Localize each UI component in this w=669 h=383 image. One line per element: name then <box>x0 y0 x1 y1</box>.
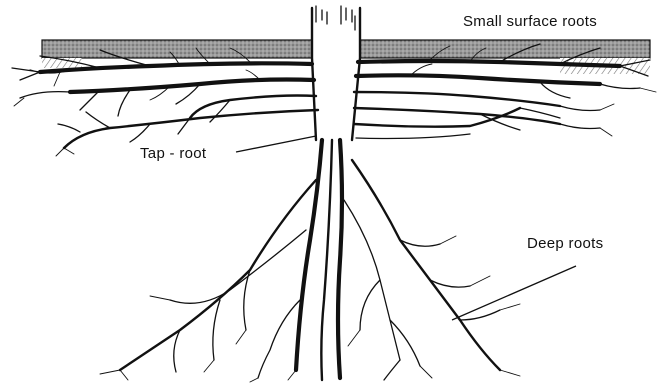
label-deep-roots: Deep roots <box>527 235 603 252</box>
label-small-surface-roots: Small surface roots <box>463 13 597 30</box>
tap-root <box>296 140 342 380</box>
label-leaders <box>236 136 576 320</box>
tree-trunk <box>312 6 360 140</box>
deep-roots <box>100 160 520 382</box>
soil-surface <box>42 40 650 74</box>
label-tap-root: Tap - root <box>140 145 207 162</box>
